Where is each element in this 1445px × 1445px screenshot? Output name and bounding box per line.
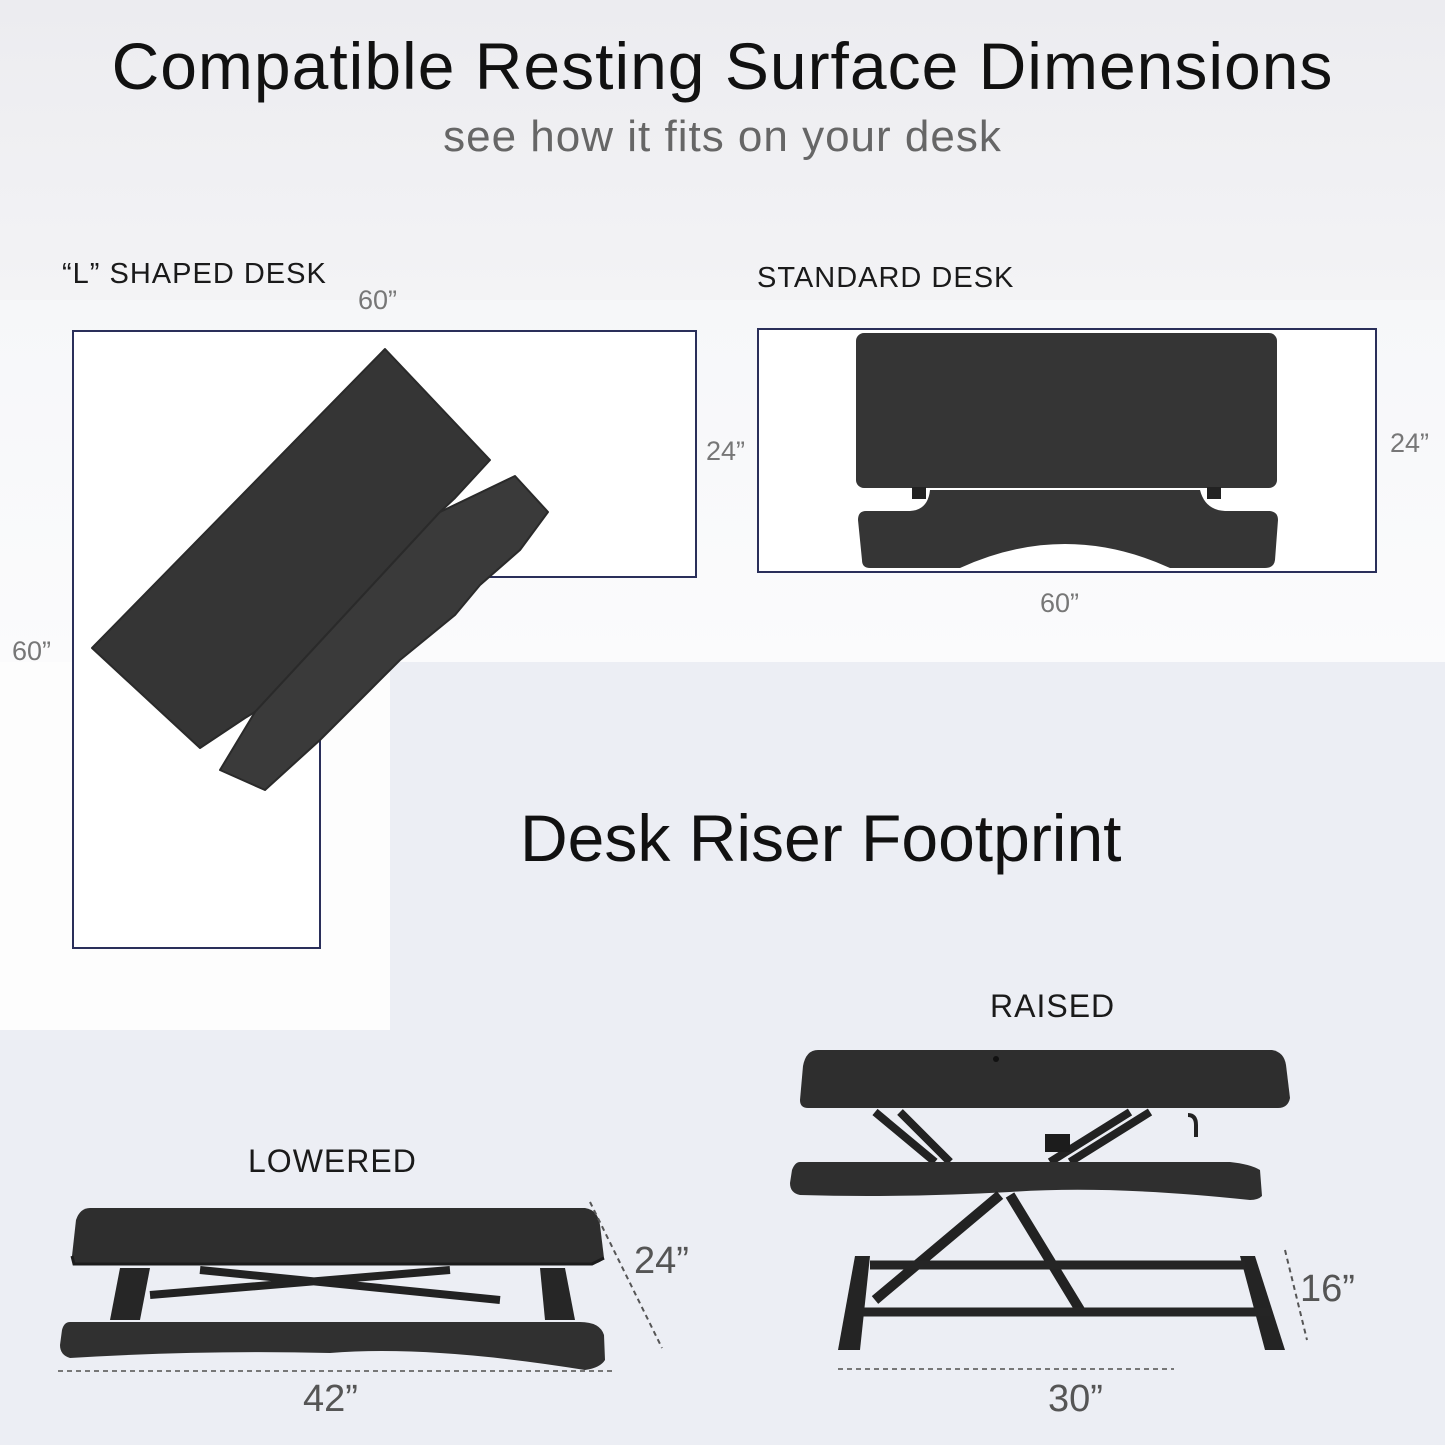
lowered-depth-dim: 24” [634, 1240, 689, 1282]
raised-depth-dim: 16” [1300, 1268, 1355, 1310]
raised-label: RAISED [990, 988, 1116, 1024]
l-desk-dim-left: 60” [12, 636, 52, 666]
footprint-heading: Desk Riser Footprint [520, 801, 1122, 875]
standard-desk-label: STANDARD DESK [757, 262, 1015, 294]
raised-width-dim: 30” [1048, 1378, 1103, 1420]
lowered-label: LOWERED [248, 1143, 417, 1179]
l-desk-dim-top: 60” [358, 285, 398, 315]
standard-desk-dim-bottom: 60” [1040, 588, 1080, 618]
lowered-width-dim: 42” [303, 1378, 358, 1420]
l-desk-dim-right: 24” [706, 436, 746, 466]
page-subtitle: see how it fits on your desk [443, 112, 1002, 161]
page-title: Compatible Resting Surface Dimensions [111, 29, 1334, 103]
standard-desk-dim-right: 24” [1390, 428, 1430, 458]
l-desk-label: “L” SHAPED DESK [62, 258, 327, 290]
